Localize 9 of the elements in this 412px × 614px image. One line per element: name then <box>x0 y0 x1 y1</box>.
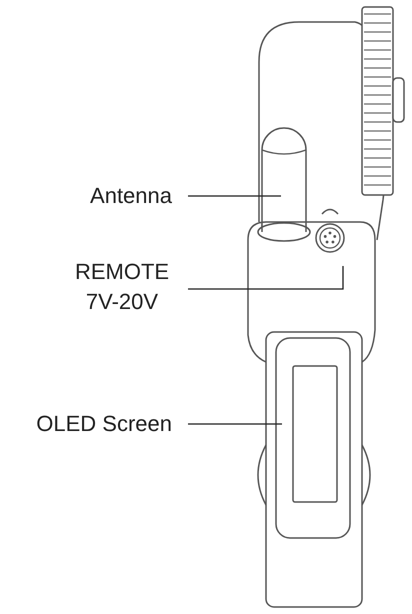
antenna <box>257 127 311 242</box>
connector-housing <box>247 221 376 363</box>
oled-screen <box>275 337 351 539</box>
leader-line <box>188 266 344 290</box>
leader-line <box>188 195 281 197</box>
part-label: REMOTE 7V-20V <box>74 258 170 316</box>
part-label: OLED Screen <box>36 410 172 438</box>
leader-line <box>188 423 282 425</box>
part-label: Antenna <box>90 182 172 210</box>
